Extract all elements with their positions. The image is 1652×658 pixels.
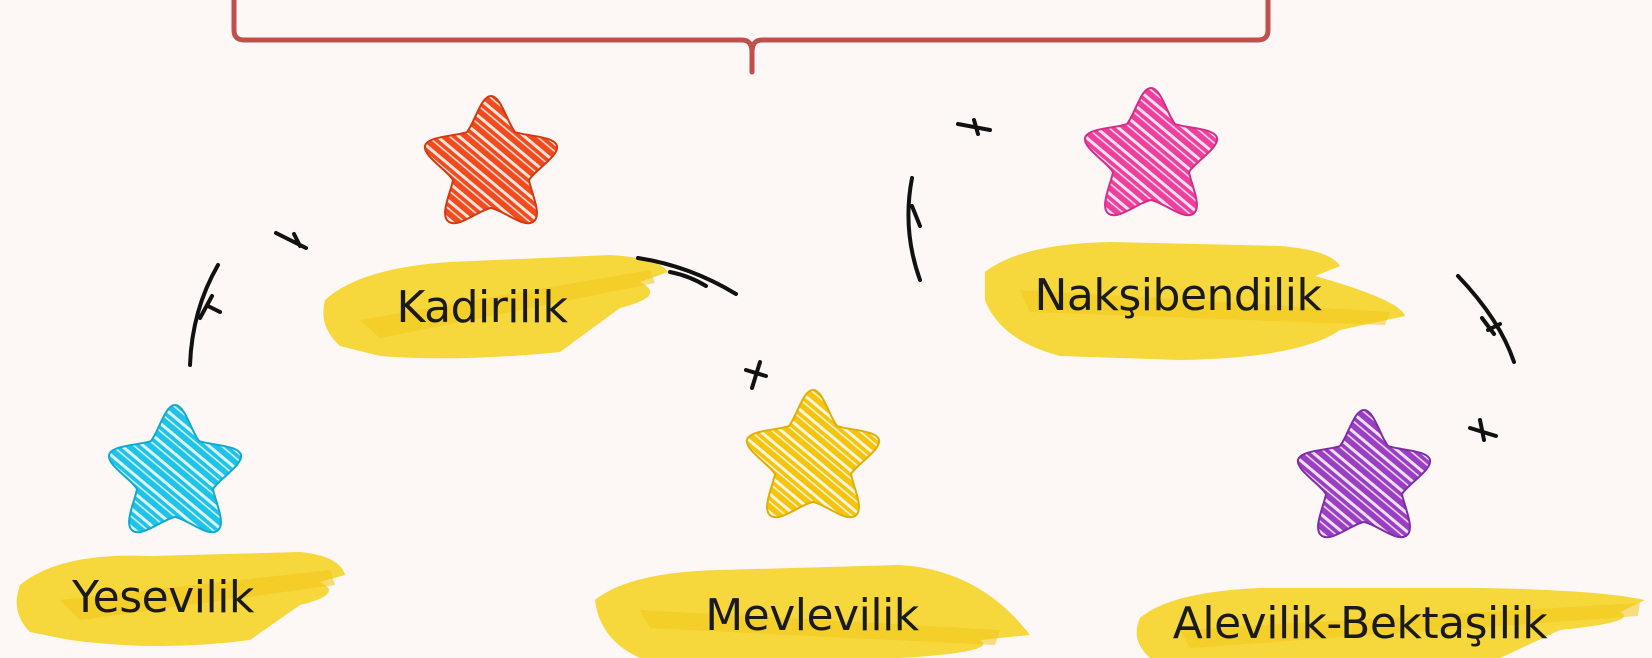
brush-kadirilik bbox=[323, 255, 668, 359]
label-kadirilik: Kadirilik bbox=[396, 282, 568, 333]
brush-alevilik bbox=[1136, 588, 1645, 658]
arrow-mevlevilik-to-naksibendilik bbox=[906, 118, 992, 282]
label-yesevilik: Yesevilik bbox=[72, 572, 254, 623]
arrow-naksibendilik-to-alevilik bbox=[1456, 274, 1516, 442]
star-mevlevilik-icon bbox=[745, 389, 881, 519]
label-naksibendilik: Nakşibendilik bbox=[1034, 270, 1322, 321]
arrow-yesevilik-to-kadirilik bbox=[188, 231, 308, 367]
top-bracket bbox=[231, 0, 1271, 75]
star-kadirilik-icon bbox=[423, 95, 559, 225]
brush-mevlevilik bbox=[595, 565, 1030, 658]
star-yesevilik-icon bbox=[107, 404, 243, 534]
label-alevilik: Alevilik-Bektaşilik bbox=[1172, 598, 1548, 649]
brush-yesevilik bbox=[16, 552, 346, 646]
label-mevlevilik: Mevlevilik bbox=[705, 590, 919, 641]
brush-naksibendilik bbox=[985, 242, 1405, 360]
star-alevilik-icon bbox=[1296, 409, 1432, 539]
arrow-kadirilik-to-mevlevilik bbox=[636, 256, 768, 390]
star-naksibendilik-icon bbox=[1083, 87, 1219, 217]
